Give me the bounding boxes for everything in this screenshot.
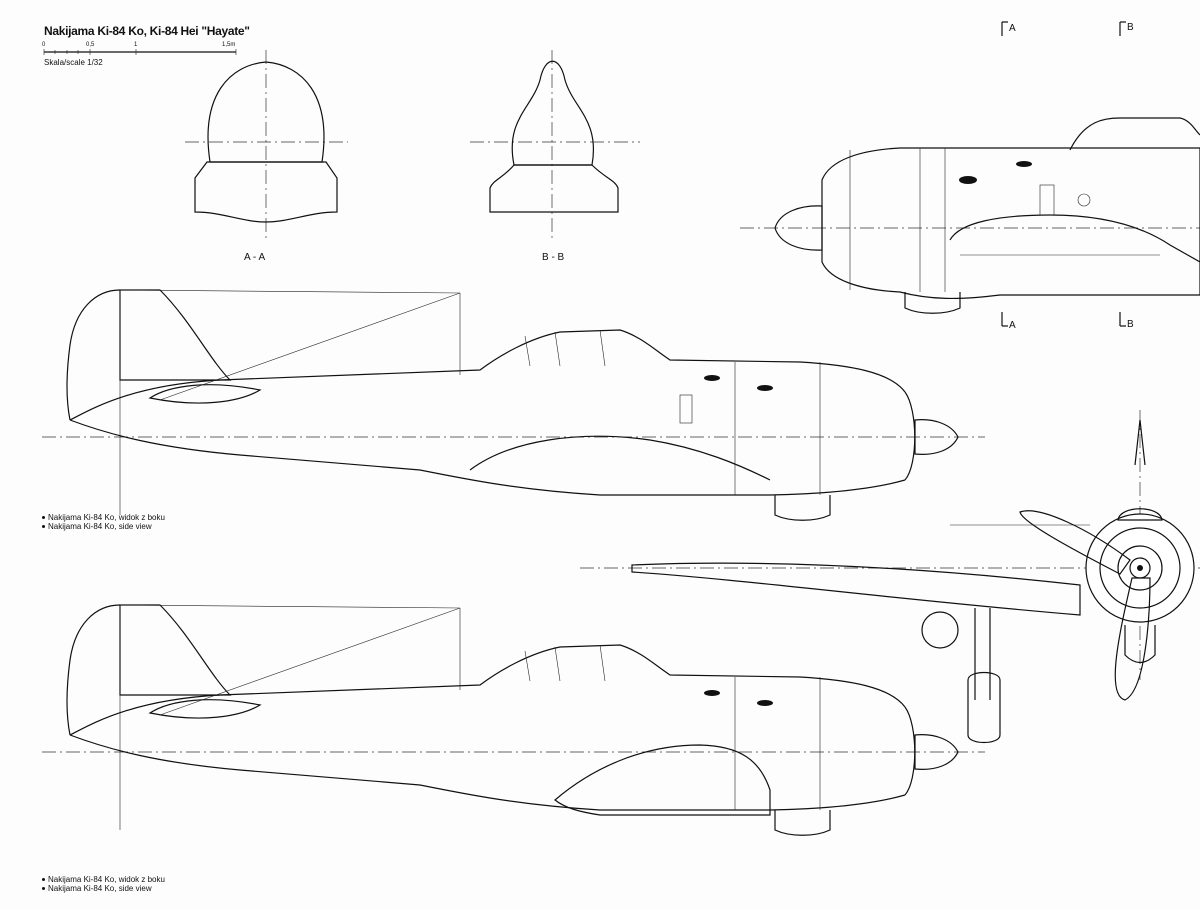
- upper-caption-polish-row: Nakijama Ki-84 Ko, widok z boku: [42, 513, 165, 522]
- section-bb-label: B - B: [542, 252, 565, 263]
- lower-view-caption: Nakijama Ki-84 Ko, widok z boku Nakijama…: [42, 875, 165, 893]
- section-marker-a-top: A: [1009, 23, 1016, 34]
- lower-side-view-drawing: [42, 604, 985, 836]
- bullet-icon: [42, 525, 45, 529]
- upper-caption-english-row: Nakijama Ki-84 Ko, side view: [42, 522, 165, 531]
- upper-side-view-drawing: [42, 289, 985, 521]
- section-marker-b-top: B: [1127, 22, 1134, 33]
- upper-caption-polish: Nakijama Ki-84 Ko, widok z boku: [48, 513, 165, 522]
- forward-fuselage-detail-drawing: [740, 117, 1200, 314]
- upper-caption-english: Nakijama Ki-84 Ko, side view: [48, 522, 152, 531]
- section-bb-drawing: [470, 50, 640, 238]
- bullet-icon: [42, 516, 45, 520]
- scale-tick-1-5m: 1,5m: [222, 42, 236, 48]
- section-markers: [1001, 21, 1126, 327]
- scale-bar: [43, 49, 237, 55]
- lower-caption-polish-row: Nakijama Ki-84 Ko, widok z boku: [42, 875, 165, 884]
- upper-view-caption: Nakijama Ki-84 Ko, widok z boku Nakijama…: [42, 513, 165, 531]
- lower-caption-english-row: Nakijama Ki-84 Ko, side view: [42, 884, 165, 893]
- front-view-drawing: [580, 410, 1200, 744]
- section-marker-b-bottom: B: [1127, 319, 1134, 330]
- lower-caption-polish: Nakijama Ki-84 Ko, widok z boku: [48, 875, 165, 884]
- scale-tick-0: 0: [42, 42, 46, 48]
- sheet-title: Nakijama Ki-84 Ko, Ki-84 Hei "Hayate": [44, 24, 250, 38]
- scale-tick-1: 1: [134, 42, 138, 48]
- lower-caption-english: Nakijama Ki-84 Ko, side view: [48, 884, 152, 893]
- scale-label: Skala/scale 1/32: [44, 58, 103, 67]
- scale-tick-half: 0,5: [86, 42, 95, 48]
- section-aa-drawing: [185, 50, 348, 238]
- bullet-icon: [42, 887, 45, 891]
- bullet-icon: [42, 878, 45, 882]
- section-marker-a-bottom: A: [1009, 320, 1016, 331]
- section-aa-label: A - A: [244, 252, 266, 263]
